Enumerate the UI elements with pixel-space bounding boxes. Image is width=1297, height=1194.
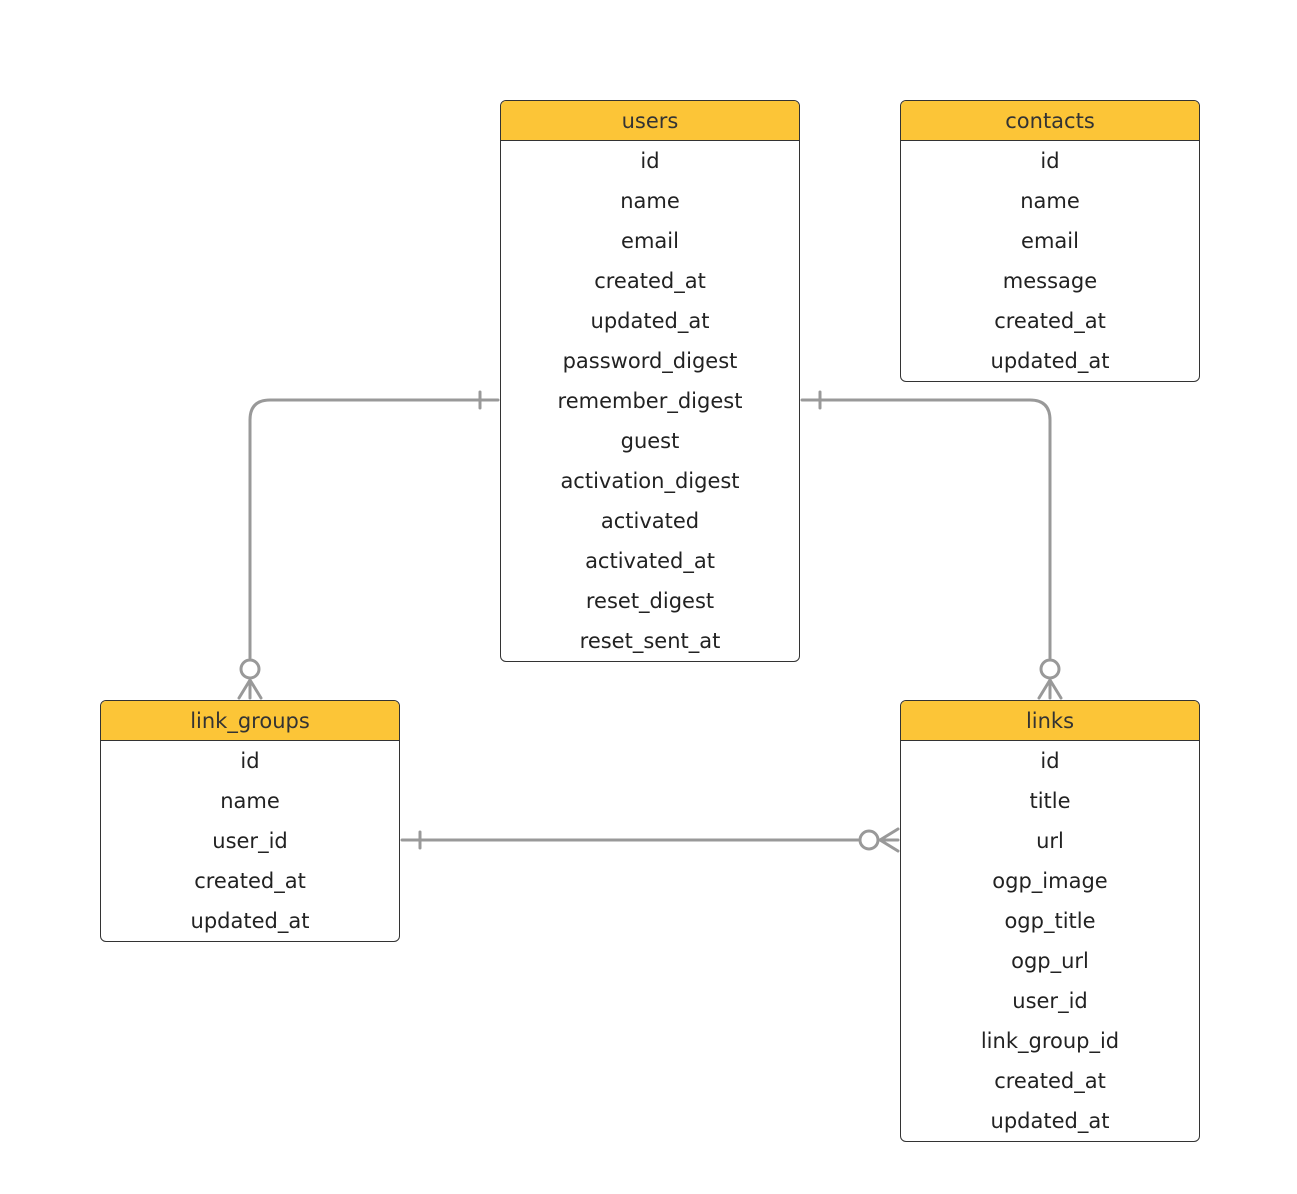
field: link_group_id: [980, 1029, 1120, 1053]
zero-marker: [1039, 658, 1061, 680]
many-marker: [1037, 678, 1063, 700]
entity-header: contacts: [901, 101, 1199, 141]
field-list: id title url ogp_image ogp_title ogp_url…: [901, 741, 1199, 1141]
field: guest: [620, 429, 680, 453]
relationship-users-link-groups: [237, 390, 500, 700]
entity-links[interactable]: links id title url ogp_image ogp_title o…: [900, 700, 1200, 1142]
entity-link-groups[interactable]: link_groups id name user_id created_at u…: [100, 700, 400, 942]
field: password_digest: [562, 349, 738, 373]
entity-header: users: [501, 101, 799, 141]
field: activated_at: [585, 549, 715, 573]
field: ogp_image: [992, 869, 1108, 893]
entity-users[interactable]: users id name email created_at updated_a…: [500, 100, 800, 662]
field: updated_at: [190, 909, 310, 933]
field: name: [220, 789, 280, 813]
field: activation_digest: [560, 469, 740, 493]
field: ogp_title: [1004, 909, 1096, 933]
field: user_id: [1012, 989, 1088, 1013]
field: id: [640, 149, 660, 173]
field: created_at: [994, 309, 1106, 333]
connector-line: [800, 398, 1052, 660]
field-list: id name email created_at updated_at pass…: [501, 141, 799, 661]
zero-marker: [239, 658, 261, 680]
field: email: [1021, 229, 1079, 253]
field: created_at: [594, 269, 706, 293]
field: id: [1040, 749, 1060, 773]
field: ogp_url: [1011, 949, 1089, 973]
field: created_at: [994, 1069, 1106, 1093]
field: reset_digest: [585, 589, 715, 613]
field: updated_at: [590, 309, 710, 333]
many-marker: [878, 827, 900, 853]
field: activated: [600, 509, 700, 533]
entity-header: links: [901, 701, 1199, 741]
zero-marker: [858, 829, 880, 851]
field: url: [1036, 829, 1064, 853]
connector-line: [248, 398, 500, 660]
field: id: [1040, 149, 1060, 173]
field-list: id name email message created_at updated…: [901, 141, 1199, 381]
field: user_id: [212, 829, 288, 853]
field: remember_digest: [557, 389, 743, 413]
field: message: [1002, 269, 1098, 293]
entity-contacts[interactable]: contacts id name email message created_a…: [900, 100, 1200, 382]
field: updated_at: [990, 1109, 1110, 1133]
field: name: [1020, 189, 1080, 213]
relationship-users-links: [800, 390, 1063, 700]
field: name: [620, 189, 680, 213]
field: email: [621, 229, 679, 253]
field: created_at: [194, 869, 306, 893]
entity-header: link_groups: [101, 701, 399, 741]
field: id: [240, 749, 260, 773]
field: reset_sent_at: [579, 629, 721, 653]
relationship-link-groups-links: [400, 827, 900, 853]
field-list: id name user_id created_at updated_at: [101, 741, 399, 941]
field: updated_at: [990, 349, 1110, 373]
many-marker: [237, 678, 263, 700]
field: title: [1029, 789, 1071, 813]
